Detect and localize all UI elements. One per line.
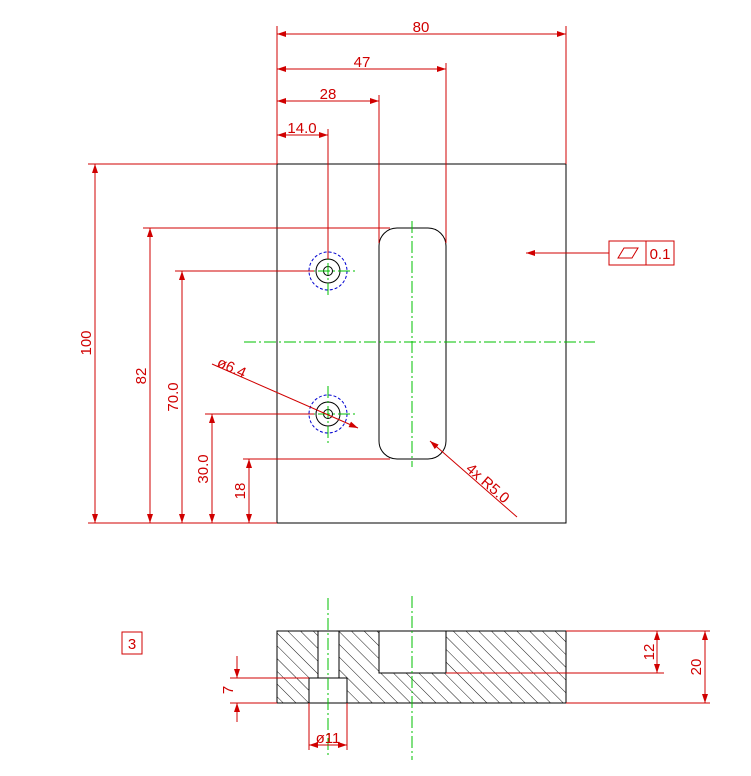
flatness-icon bbox=[617, 247, 639, 259]
centerlines-top bbox=[244, 221, 595, 467]
dim-text-11: ø11 bbox=[316, 730, 341, 747]
hole-diameter-text: ø6.4 bbox=[214, 354, 248, 382]
horizontal-dimensions: 80 47 28 14.0 bbox=[276, 19, 567, 259]
dim-text-12: 12 bbox=[641, 644, 658, 661]
dim-text-100: 100 bbox=[78, 330, 95, 355]
view-label-text: 3 bbox=[128, 636, 136, 653]
flatness-tolerance-frame: 0.1 bbox=[526, 240, 675, 266]
dim-text-82: 82 bbox=[133, 368, 150, 385]
view-label: 3 bbox=[121, 631, 143, 655]
tolerance-value: 0.1 bbox=[650, 246, 671, 263]
plate-outline bbox=[276, 163, 567, 524]
fillet-radius-text: 4x R5.0 bbox=[462, 460, 512, 507]
fillet-radius-callout: 4x R5.0 bbox=[429, 440, 518, 518]
dim-text-28: 28 bbox=[320, 86, 337, 103]
vertical-dimensions: 100 82 70.0 30.0 18 bbox=[78, 163, 390, 524]
dim-text-30: 30.0 bbox=[195, 454, 212, 483]
dim-text-80: 80 bbox=[413, 19, 430, 36]
dim-text-14: 14.0 bbox=[287, 120, 316, 137]
top-view: 80 47 28 14.0 100 82 70.0 30.0 18 bbox=[78, 19, 675, 524]
dim-text-18: 18 bbox=[232, 483, 249, 500]
dim-text-47: 47 bbox=[354, 54, 371, 71]
centerlines-section bbox=[327, 596, 413, 760]
hole-diameter-callout: ø6.4 bbox=[211, 354, 359, 429]
dim-text-20: 20 bbox=[688, 659, 705, 676]
section-view: 12 20 7 ø11 bbox=[220, 596, 710, 760]
dim-text-70: 70.0 bbox=[165, 382, 182, 411]
dim-text-7: 7 bbox=[220, 686, 237, 694]
